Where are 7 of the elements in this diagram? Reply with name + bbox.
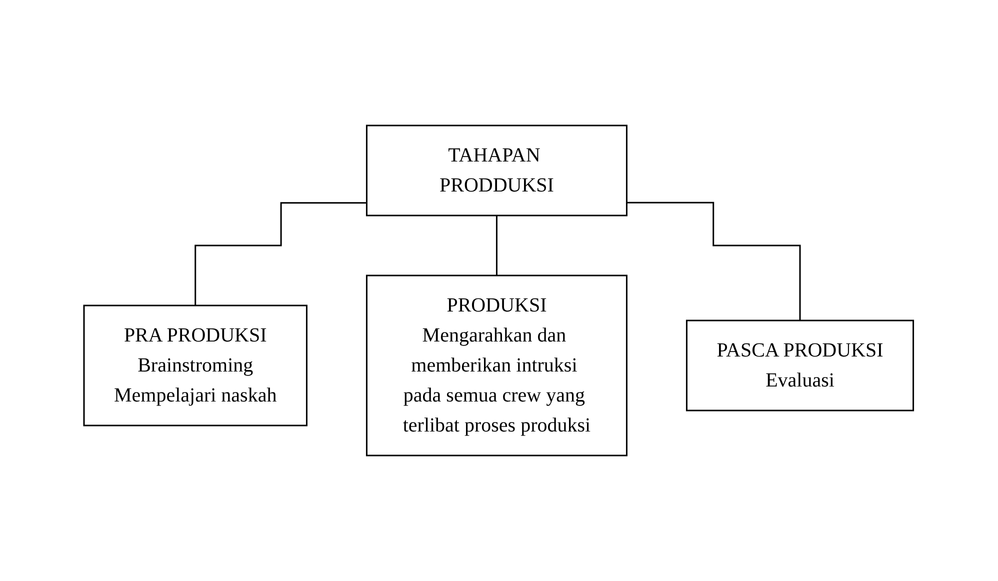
connector xyxy=(496,214,498,276)
node-box: PASCA PRODUKSI Evaluasi xyxy=(686,320,914,412)
connector xyxy=(627,202,802,322)
connector xyxy=(194,202,368,306)
node-box: PRA PRODUKSI Brainstroming Mempelajari naskah xyxy=(84,304,308,426)
node-box: TAHAPAN PRODDUKSI xyxy=(366,124,628,216)
node-box: PRODUKSI Mengarahkan dan memberikan intruksi pada semua crew yang terlibat proses produksi xyxy=(366,274,628,456)
